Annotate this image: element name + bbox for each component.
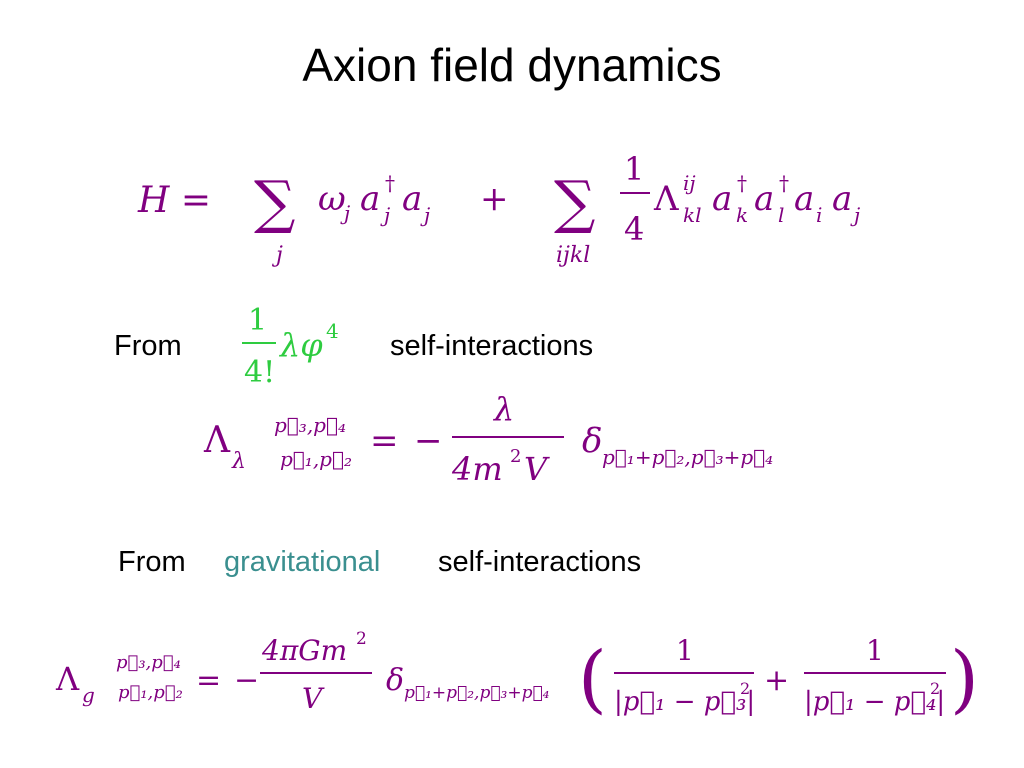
Lambda-g-upper-momenta: p⃗₃,p⃗₄ [116,652,181,673]
lambda-phi4-exponent: 4 [326,319,339,343]
Lambda-g-subscript: g [82,683,95,707]
self-interactions-label-gravity: self-interactions [438,546,642,578]
operator-a-i: a [794,179,814,219]
operator-a-k: a [712,179,732,219]
Lambda-symbol: Λ [653,179,679,219]
Lambda-g-numerator-exponent: 2 [356,629,367,649]
operator-a-l: a [754,179,774,219]
Lambda-superscript: ij [683,171,696,195]
Lambda-g-frac1-denominator-exponent: 2 [740,679,750,698]
sum-symbol-ijkl: ∑ [554,168,595,236]
Lambda-lambda-numerator: λ [492,390,514,428]
annihilation-subscript: j [420,203,430,227]
sum-symbol-j: ∑ [254,168,295,236]
Lambda-g-numerator: 4πGm [261,634,347,667]
Lambda-lambda-lower-momenta: p⃗₁,p⃗₂ [280,447,352,471]
creation-operator: a [360,179,380,219]
Lambda-lambda-equals: = [370,421,399,461]
operator-a-j: a [832,179,852,219]
Lambda-lambda-denominator-volume: V [524,450,550,488]
creation-subscript: j [380,203,390,227]
Lambda-lambda-delta-subscript: p⃗₁+p⃗₂,p⃗₃+p⃗₄ [602,445,773,469]
Lambda-g-equals: = [196,663,221,698]
Lambda-lambda-denominator: 4m [451,450,503,488]
operator-a-k-subscript: k [736,203,748,227]
Lambda-g-right-paren: ) [950,636,979,722]
slide-title: Axion field dynamics [302,39,722,91]
operator-a-i-subscript: i [816,203,822,227]
Lambda-g-frac2-denominator: |p⃗₁ − p⃗₄| [804,687,945,717]
Lambda-lambda-delta: δ [582,421,602,461]
annihilation-operator: a [402,179,422,219]
quarter-denominator: 4 [624,210,644,248]
Lambda-lambda-symbol: Λ [203,420,231,461]
Lambda-g-symbol: Λ [55,660,80,698]
sum-index-ijkl: ijkl [556,243,590,268]
hamiltonian-lhs: H = [137,180,211,221]
plus-sign: + [480,179,509,219]
lambda-phi4-fraction-bar [242,342,276,344]
Lambda-lambda-subscript: λ [231,449,246,474]
Lambda-lambda-upper-momenta: p⃗₃,p⃗₄ [274,413,346,437]
sum-index-j: j [271,243,283,268]
Lambda-g-denominator: V [302,682,325,715]
Lambda-g-frac2-bar [804,672,946,674]
Lambda-g-frac1-denominator: |p⃗₁ − p⃗₃| [614,687,755,717]
operator-a-l-subscript: l [778,203,784,227]
Lambda-g-frac1-bar [614,672,754,674]
lambda-phi4-denominator: 4! [244,355,275,390]
Lambda-g-delta: δ [386,663,404,698]
gravitational-label: gravitational [224,546,381,578]
omega-subscript: j [340,201,350,225]
self-interactions-label-lambda: self-interactions [390,330,594,362]
Lambda-g-frac2-denominator-exponent: 2 [930,679,940,698]
Lambda-g-left-paren: ( [578,636,607,722]
operator-a-l-dagger: † [779,171,789,195]
from-label-gravity: From [118,546,186,578]
Lambda-g-frac2-numerator: 1 [866,634,884,667]
operator-a-j-subscript: j [850,203,860,227]
Lambda-lambda-denominator-exponent: 2 [510,446,521,467]
Lambda-g-plus: + [764,663,789,698]
Lambda-g-delta-subscript: p⃗₁+p⃗₂,p⃗₃+p⃗₄ [404,683,550,703]
quarter-fraction-bar [620,192,650,194]
lambda-phi4-body: λφ [278,326,323,364]
from-label-lambda: From [114,330,182,362]
Lambda-g-frac1-numerator: 1 [676,634,694,667]
Lambda-g-lower-momenta: p⃗₁,p⃗₂ [118,682,183,703]
Lambda-subscript: kl [683,203,702,227]
Lambda-g-minus: − [234,663,259,698]
omega-symbol: ω [318,179,346,219]
operator-a-k-dagger: † [737,171,747,195]
Lambda-lambda-minus: − [414,421,443,461]
quarter-numerator: 1 [624,150,644,188]
Lambda-g-fraction-bar [260,672,372,674]
lambda-phi4-numerator: 1 [248,303,267,338]
dagger-superscript: † [385,171,395,195]
Lambda-lambda-fraction-bar [452,436,564,438]
